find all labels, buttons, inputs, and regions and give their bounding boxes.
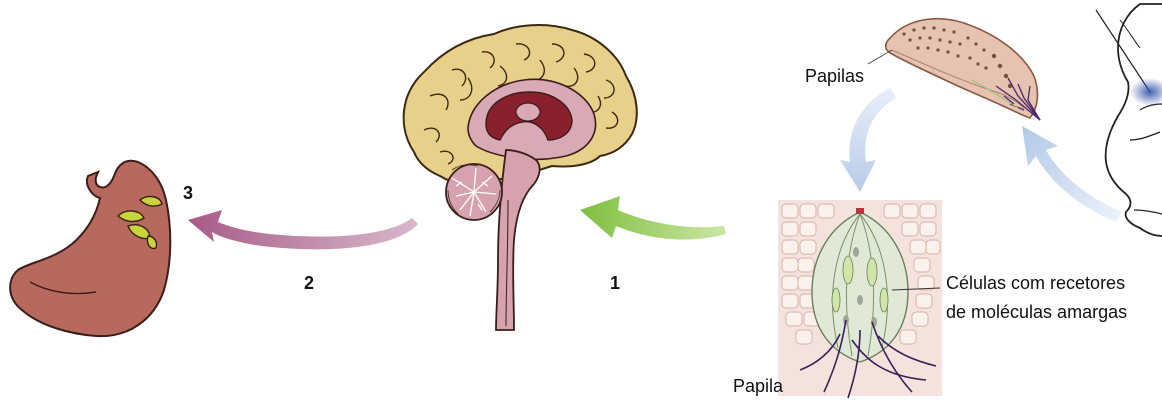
step-number-3: 3: [183, 183, 193, 204]
papila-label: Papila: [733, 376, 783, 397]
step-number-1: 1: [610, 273, 620, 294]
taste-bud-icon: [778, 200, 942, 398]
papilas-label: Papilas: [805, 66, 864, 87]
tongue-icon: [886, 19, 1040, 120]
arrow-brain-to-stomach: [188, 210, 418, 249]
arrow-tongue-to-brain: [580, 196, 726, 240]
arrow-tongue-to-papilla: [840, 88, 896, 192]
step-number-2: 2: [304, 273, 314, 294]
receptor-cells-label-line2: de moléculas amargas: [946, 302, 1127, 323]
stomach-icon: [10, 161, 170, 336]
receptor-cells-label-line1: Células com recetores: [946, 273, 1125, 294]
cerebellum: [446, 164, 502, 220]
face-profile-icon: [1096, 4, 1162, 236]
brain-icon: [404, 25, 637, 330]
